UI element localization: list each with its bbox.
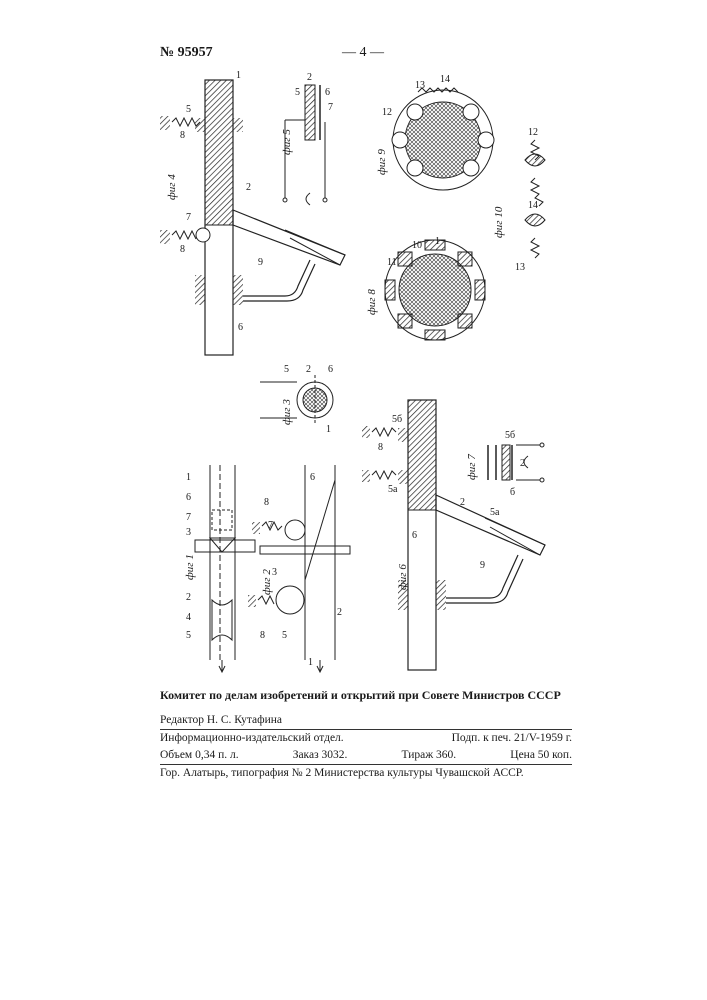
fig4-label-5: 5 bbox=[186, 104, 191, 115]
fig6-label-5a: 5а bbox=[388, 484, 398, 495]
fig1-label-2: 2 bbox=[186, 592, 191, 603]
fig7-caption: фиг 7 bbox=[466, 454, 478, 480]
printer: Гор. Алатырь, типография № 2 Министерств… bbox=[160, 765, 524, 782]
fig3-caption: фиг 3 bbox=[281, 399, 293, 425]
figure-9: фиг 9 13 14 12 bbox=[376, 74, 494, 190]
fig7-label-5b: 5б bbox=[505, 430, 515, 441]
fig10-caption: фиг 10 bbox=[493, 206, 505, 238]
fig4-label-8b: 8 bbox=[180, 244, 185, 255]
fig8-caption: фиг 8 bbox=[366, 289, 378, 315]
fig2-label-3: 3 bbox=[272, 567, 277, 578]
figure-2: фиг 2 6 8 7 3 8 5 2 1 bbox=[248, 465, 350, 672]
figure-5: фиг 5 2 5 6 7 bbox=[281, 72, 333, 205]
figure-3: фиг 3 5 2 6 1 bbox=[260, 364, 333, 435]
price: Цена 50 коп. bbox=[510, 747, 572, 764]
patent-number: № 95957 bbox=[160, 45, 213, 61]
fig9-label-13: 13 bbox=[415, 80, 425, 91]
fig6-label-5b: 5б bbox=[392, 414, 402, 425]
dept: Информационно-издательский отдел. bbox=[160, 730, 344, 747]
fig6-label-8: 8 bbox=[378, 442, 383, 453]
fig2-label-5: 5 bbox=[282, 630, 287, 641]
fig4-label-9: 9 bbox=[258, 257, 263, 268]
order: Заказ 3032. bbox=[293, 747, 348, 764]
fig2-label-8a: 8 bbox=[264, 497, 269, 508]
fig3-label-2: 2 bbox=[306, 364, 311, 375]
fig1-label-1: 1 bbox=[186, 472, 191, 483]
fig7-label-2: 2 bbox=[520, 458, 525, 469]
editor: Редактор Н. С. Кутафина bbox=[160, 712, 282, 729]
fig1-caption: фиг 1 bbox=[184, 554, 196, 580]
figure-1: фиг 1 1 6 7 3 2 4 5 bbox=[184, 465, 255, 672]
imprint-row-volume: Объем 0,34 п. л. Заказ 3032. Тираж 360. … bbox=[160, 747, 572, 764]
imprint-row-editor: Редактор Н. С. Кутафина bbox=[160, 712, 572, 729]
fig4-label-8a: 8 bbox=[180, 130, 185, 141]
page-number: — 4 — bbox=[342, 45, 384, 61]
fig5-caption: фиг 5 bbox=[281, 129, 293, 155]
fig1-label-5: 5 bbox=[186, 630, 191, 641]
figure-6: фиг 6 5б 8 5а 2 6 9 bbox=[362, 400, 545, 670]
fig1-label-6: 6 bbox=[186, 492, 191, 503]
signed-date: Подп. к печ. 21/V-1959 г. bbox=[452, 730, 572, 747]
fig1-label-7: 7 bbox=[186, 512, 191, 523]
fig9-caption: фиг 9 bbox=[376, 149, 388, 175]
volume: Объем 0,34 п. л. bbox=[160, 747, 239, 764]
figure-8: фиг 8 10 1 11 bbox=[366, 236, 485, 340]
fig8-label-10: 10 bbox=[412, 240, 422, 251]
fig4-label-7: 7 bbox=[186, 212, 191, 223]
fig4-label-1: 1 bbox=[236, 70, 241, 81]
figure-10: фиг 10 12 14 13 bbox=[493, 127, 545, 273]
fig9-label-12: 12 bbox=[382, 107, 392, 118]
fig3-label-1: 1 bbox=[326, 424, 331, 435]
fig2-label-7: 7 bbox=[268, 520, 273, 531]
fig10-label-14: 14 bbox=[528, 200, 538, 211]
figure-7: фиг 7 5б б 2 5а bbox=[466, 430, 544, 518]
fig6-label-6: 6 bbox=[412, 530, 417, 541]
fig1-label-3: 3 bbox=[186, 527, 191, 538]
fig2-label-2: 2 bbox=[337, 607, 342, 618]
fig2-label-1: 1 bbox=[308, 657, 313, 668]
fig6-label-2: 2 bbox=[460, 497, 465, 508]
committee-line: Комитет по делам изобретений и открытий … bbox=[160, 688, 561, 703]
imprint-row-dept: Информационно-издательский отдел. Подп. … bbox=[160, 729, 572, 747]
fig7-label-6b: б bbox=[510, 487, 515, 498]
fig5-label-6: 6 bbox=[325, 87, 330, 98]
fig3-label-5: 5 bbox=[284, 364, 289, 375]
figure-4: фиг 4 1 5 8 2 7 8 9 6 bbox=[160, 70, 345, 355]
fig2-label-6: 6 bbox=[310, 472, 315, 483]
print-run: Тираж 360. bbox=[401, 747, 456, 764]
imprint-row-printer: Гор. Алатырь, типография № 2 Министерств… bbox=[160, 764, 572, 782]
fig5-label-5: 5 bbox=[295, 87, 300, 98]
fig10-label-13: 13 bbox=[515, 262, 525, 273]
fig6-caption: фиг 6 bbox=[397, 564, 409, 590]
fig6-label-9: 9 bbox=[480, 560, 485, 571]
fig4-label-6: 6 bbox=[238, 322, 243, 333]
fig8-label-11: 11 bbox=[387, 257, 397, 268]
fig4-caption: фиг 4 bbox=[166, 174, 178, 200]
fig9-label-14: 14 bbox=[440, 74, 450, 85]
fig10-label-12: 12 bbox=[528, 127, 538, 138]
imprint-block: Редактор Н. С. Кутафина Информационно-из… bbox=[160, 712, 572, 782]
fig8-label-1: 1 bbox=[435, 236, 440, 247]
fig5-label-7: 7 bbox=[328, 102, 333, 113]
fig5-label-2: 2 bbox=[307, 72, 312, 83]
fig2-label-8b: 8 bbox=[260, 630, 265, 641]
fig4-label-2: 2 bbox=[246, 182, 251, 193]
fig1-label-4: 4 bbox=[186, 612, 191, 623]
fig7-label-5a: 5а bbox=[490, 507, 500, 518]
technical-drawing: фиг 4 1 5 8 2 7 8 9 6 фиг 5 2 5 6 7 фиг bbox=[150, 60, 570, 675]
fig3-label-6: 6 bbox=[328, 364, 333, 375]
